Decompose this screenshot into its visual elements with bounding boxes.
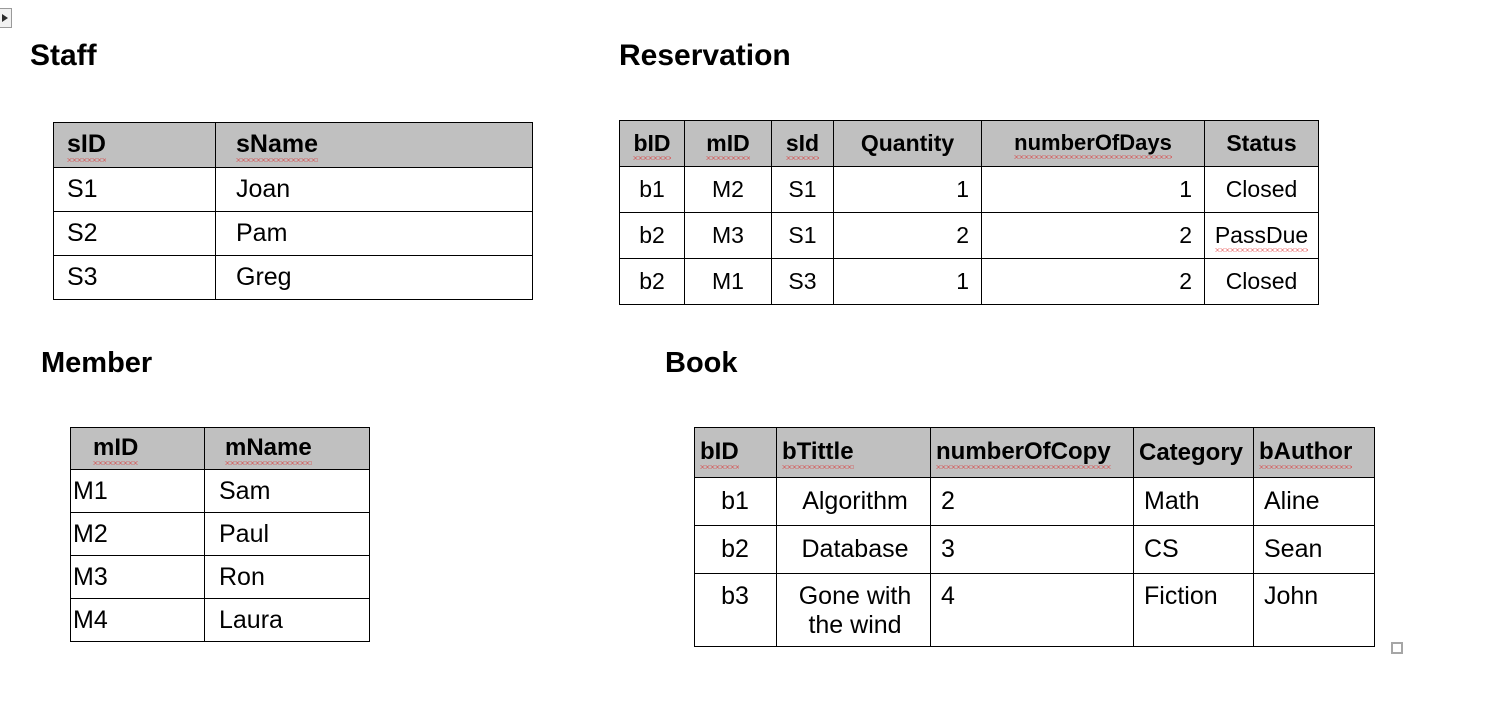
member-header-mid: mID <box>70 427 205 470</box>
book-cell-category: CS <box>1133 525 1254 574</box>
reservation-cell-status: PassDue <box>1204 212 1319 259</box>
book-cell-numberofcopy: 3 <box>930 525 1134 574</box>
member-table-title: Member <box>41 347 153 379</box>
table-row: b2 M1 S3 1 2 Closed <box>619 258 1319 305</box>
reservation-cell-bid: b2 <box>619 258 685 305</box>
reservation-header-bid: bID <box>619 120 685 167</box>
member-cell-mid: M1 <box>70 469 205 513</box>
book-cell-bid: b3 <box>694 573 777 647</box>
book-cell-btittle: Database <box>776 525 931 574</box>
staff-cell-sid: S3 <box>53 255 216 300</box>
staff-table-header: sID sName <box>53 122 533 168</box>
arrow-glyph <box>1 14 8 22</box>
book-cell-category: Fiction <box>1133 573 1254 647</box>
book-cell-btittle: Gone with the wind <box>776 573 931 647</box>
reservation-header-numberofdays: numberOfDays <box>981 120 1205 167</box>
reservation-table-title: Reservation <box>619 39 791 72</box>
reservation-header-quantity: Quantity <box>833 120 982 167</box>
member-table: mID mName M1 Sam M2 Paul M3 Ron M4 Laura <box>70 427 370 642</box>
reservation-cell-numberofdays: 2 <box>981 212 1205 259</box>
book-header-bid: bID <box>694 427 777 478</box>
reservation-header-status: Status <box>1204 120 1319 167</box>
book-table-header: bID bTittle numberOfCopy Category bAutho… <box>694 427 1375 478</box>
member-cell-mname: Ron <box>204 555 370 599</box>
book-cell-bid: b1 <box>694 477 777 526</box>
staff-cell-sname: Joan <box>215 167 533 212</box>
reservation-table-header: bID mID sId Quantity numberOfDays Status <box>619 120 1319 167</box>
reservation-cell-numberofdays: 2 <box>981 258 1205 305</box>
reservation-cell-status: Closed <box>1204 166 1319 213</box>
member-cell-mname: Paul <box>204 512 370 556</box>
book-cell-bauthor: John <box>1253 573 1375 647</box>
staff-cell-sid: S2 <box>53 211 216 256</box>
table-row: b1 Algorithm 2 Math Aline <box>694 477 1375 526</box>
member-cell-mid: M4 <box>70 598 205 642</box>
expand-arrow-icon[interactable] <box>0 8 12 28</box>
book-table-body: b1 Algorithm 2 Math Aline b2 Database 3 … <box>694 477 1375 647</box>
reservation-cell-quantity: 2 <box>833 212 982 259</box>
member-cell-mname: Laura <box>204 598 370 642</box>
reservation-cell-bid: b1 <box>619 166 685 213</box>
table-row: M3 Ron <box>70 555 370 599</box>
book-header-btittle: bTittle <box>776 427 931 478</box>
resize-handle-icon[interactable] <box>1391 642 1403 654</box>
reservation-cell-quantity: 1 <box>833 258 982 305</box>
member-cell-mname: Sam <box>204 469 370 513</box>
table-header-row: mID mName <box>70 427 370 470</box>
member-header-mname: mName <box>204 427 370 470</box>
table-row: b3 Gone with the wind 4 Fiction John <box>694 573 1375 647</box>
reservation-cell-sid: S3 <box>771 258 834 305</box>
reservation-cell-quantity: 1 <box>833 166 982 213</box>
reservation-cell-sid: S1 <box>771 212 834 259</box>
table-row: M1 Sam <box>70 469 370 513</box>
table-row: S2 Pam <box>53 211 533 256</box>
table-header-row: bID bTittle numberOfCopy Category bAutho… <box>694 427 1375 478</box>
book-cell-bid: b2 <box>694 525 777 574</box>
reservation-cell-mid: M1 <box>684 258 772 305</box>
table-row: M2 Paul <box>70 512 370 556</box>
book-header-numberofcopy: numberOfCopy <box>930 427 1134 478</box>
staff-cell-sname: Pam <box>215 211 533 256</box>
reservation-cell-mid: M2 <box>684 166 772 213</box>
member-table-body: M1 Sam M2 Paul M3 Ron M4 Laura <box>70 469 370 642</box>
book-cell-btittle: Algorithm <box>776 477 931 526</box>
staff-table-body: S1 Joan S2 Pam S3 Greg <box>53 167 533 300</box>
member-cell-mid: M2 <box>70 512 205 556</box>
staff-header-sname: sName <box>215 122 533 168</box>
table-row: b2 Database 3 CS Sean <box>694 525 1375 574</box>
book-cell-bauthor: Sean <box>1253 525 1375 574</box>
book-table-title: Book <box>665 347 738 379</box>
book-header-category: Category <box>1133 427 1254 478</box>
table-row: b1 M2 S1 1 1 Closed <box>619 166 1319 213</box>
staff-cell-sid: S1 <box>53 167 216 212</box>
member-cell-mid: M3 <box>70 555 205 599</box>
book-cell-numberofcopy: 2 <box>930 477 1134 526</box>
reservation-cell-mid: M3 <box>684 212 772 259</box>
book-cell-numberofcopy: 4 <box>930 573 1134 647</box>
staff-cell-sname: Greg <box>215 255 533 300</box>
reservation-header-sid: sId <box>771 120 834 167</box>
staff-table-title: Staff <box>30 39 97 72</box>
table-row: S1 Joan <box>53 167 533 212</box>
book-cell-bauthor: Aline <box>1253 477 1375 526</box>
book-header-bauthor: bAuthor <box>1253 427 1375 478</box>
reservation-header-mid: mID <box>684 120 772 167</box>
reservation-cell-sid: S1 <box>771 166 834 213</box>
reservation-cell-bid: b2 <box>619 212 685 259</box>
reservation-cell-numberofdays: 1 <box>981 166 1205 213</box>
table-header-row: sID sName <box>53 122 533 168</box>
reservation-table-body: b1 M2 S1 1 1 Closed b2 M3 S1 2 2 PassDue… <box>619 166 1319 305</box>
member-table-header: mID mName <box>70 427 370 470</box>
book-cell-category: Math <box>1133 477 1254 526</box>
staff-header-sid: sID <box>53 122 216 168</box>
table-row: M4 Laura <box>70 598 370 642</box>
staff-table: sID sName S1 Joan S2 Pam S3 Greg <box>53 122 533 300</box>
book-table: bID bTittle numberOfCopy Category bAutho… <box>694 427 1375 647</box>
reservation-table: bID mID sId Quantity numberOfDays Status… <box>619 120 1319 305</box>
table-header-row: bID mID sId Quantity numberOfDays Status <box>619 120 1319 167</box>
table-row: S3 Greg <box>53 255 533 300</box>
reservation-cell-status: Closed <box>1204 258 1319 305</box>
table-row: b2 M3 S1 2 2 PassDue <box>619 212 1319 259</box>
